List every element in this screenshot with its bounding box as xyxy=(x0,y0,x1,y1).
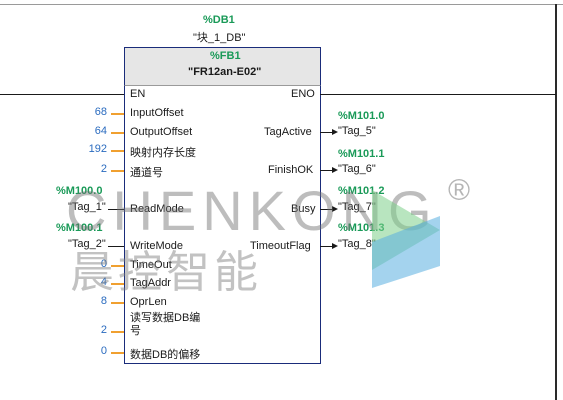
input-wire xyxy=(111,283,124,285)
pin-db-offset[interactable]: 数据DB的偏移 xyxy=(130,349,201,361)
input-value-outputoffset[interactable]: 64 xyxy=(94,125,107,137)
output-wire xyxy=(320,246,334,247)
output-arrow xyxy=(332,243,338,249)
output-tag-timeoutflag[interactable]: "Tag_8" xyxy=(338,238,376,250)
pin-oprlen[interactable]: OprLen xyxy=(130,296,167,308)
pin-inputoffset[interactable]: InputOffset xyxy=(130,107,184,119)
right-power-rail xyxy=(555,4,557,400)
input-value-db-offset[interactable]: 0 xyxy=(100,345,107,357)
output-tag-busy[interactable]: "Tag_7" xyxy=(338,201,376,213)
input-value-oprlen[interactable]: 8 xyxy=(100,295,107,307)
input-value-map-length[interactable]: 192 xyxy=(88,143,107,155)
input-wire xyxy=(108,209,124,210)
en-wire xyxy=(0,94,124,95)
input-wire xyxy=(111,265,124,267)
input-wire xyxy=(111,113,124,115)
pin-eno[interactable]: ENO xyxy=(291,88,315,100)
output-arrow xyxy=(332,167,338,173)
output-wire xyxy=(320,209,334,210)
output-wire xyxy=(320,132,334,133)
output-address-finishok[interactable]: %M101.1 xyxy=(338,148,385,160)
input-wire xyxy=(111,132,124,134)
output-arrow xyxy=(332,129,338,135)
pin-outputoffset[interactable]: OutputOffset xyxy=(130,126,193,138)
instance-db-address[interactable]: %DB1 xyxy=(203,14,235,26)
output-arrow xyxy=(332,206,338,212)
pin-timeout[interactable]: TimeOut xyxy=(130,259,172,271)
pin-timeoutflag[interactable]: TimeoutFlag xyxy=(250,240,311,252)
input-value-tagaddr[interactable]: 4 xyxy=(100,276,107,288)
input-tag-writemode[interactable]: "Tag_2" xyxy=(68,238,106,250)
input-wire xyxy=(111,331,124,333)
watermark-logo-icon xyxy=(372,190,440,288)
input-value-channel[interactable]: 2 xyxy=(100,163,107,175)
function-block[interactable] xyxy=(124,47,321,364)
input-value-inputoffset[interactable]: 68 xyxy=(94,106,107,118)
pin-en[interactable]: EN xyxy=(130,88,146,100)
rung-top-border xyxy=(0,4,563,5)
pin-writemode[interactable]: WriteMode xyxy=(130,240,183,252)
pin-map-length[interactable]: 映射内存长度 xyxy=(130,147,196,159)
function-block-header[interactable] xyxy=(124,47,321,86)
watermark-registered-mark: ® xyxy=(448,174,471,207)
output-address-tagactive[interactable]: %M101.0 xyxy=(338,110,385,122)
pin-busy[interactable]: Busy xyxy=(291,203,316,215)
input-wire xyxy=(108,246,124,247)
eno-wire xyxy=(320,94,556,95)
output-wire xyxy=(320,170,334,171)
input-tag-readmode[interactable]: "Tag_1" xyxy=(68,201,106,213)
instance-db-name[interactable]: "块_1_DB" xyxy=(193,32,246,44)
pin-db-number[interactable]: 读写数据DB编号 xyxy=(130,312,201,337)
watermark-brand-cn: 晨控智能 xyxy=(70,247,262,298)
pin-finishok[interactable]: FinishOK xyxy=(268,164,314,176)
input-value-timeout[interactable]: 0 xyxy=(100,258,107,270)
input-value-db-number[interactable]: 2 xyxy=(100,324,107,336)
pin-channel[interactable]: 通道号 xyxy=(130,167,163,179)
output-tag-tagactive[interactable]: "Tag_5" xyxy=(338,125,376,137)
watermark-brand: CHENKONG xyxy=(66,179,438,242)
pin-tagaddr[interactable]: TagAddr xyxy=(130,277,171,289)
pin-tagactive[interactable]: TagActive xyxy=(264,126,312,138)
input-address-readmode[interactable]: %M100.0 xyxy=(56,185,103,197)
input-address-writemode[interactable]: %M100.1 xyxy=(56,222,103,234)
input-wire xyxy=(111,352,124,354)
pin-readmode[interactable]: ReadMode xyxy=(130,203,184,215)
input-wire xyxy=(111,170,124,172)
input-wire xyxy=(111,302,124,304)
input-wire xyxy=(111,150,124,152)
block-name: "FR12an-E02" xyxy=(188,66,262,78)
output-tag-finishok[interactable]: "Tag_6" xyxy=(338,163,376,175)
block-address: %FB1 xyxy=(210,50,241,62)
